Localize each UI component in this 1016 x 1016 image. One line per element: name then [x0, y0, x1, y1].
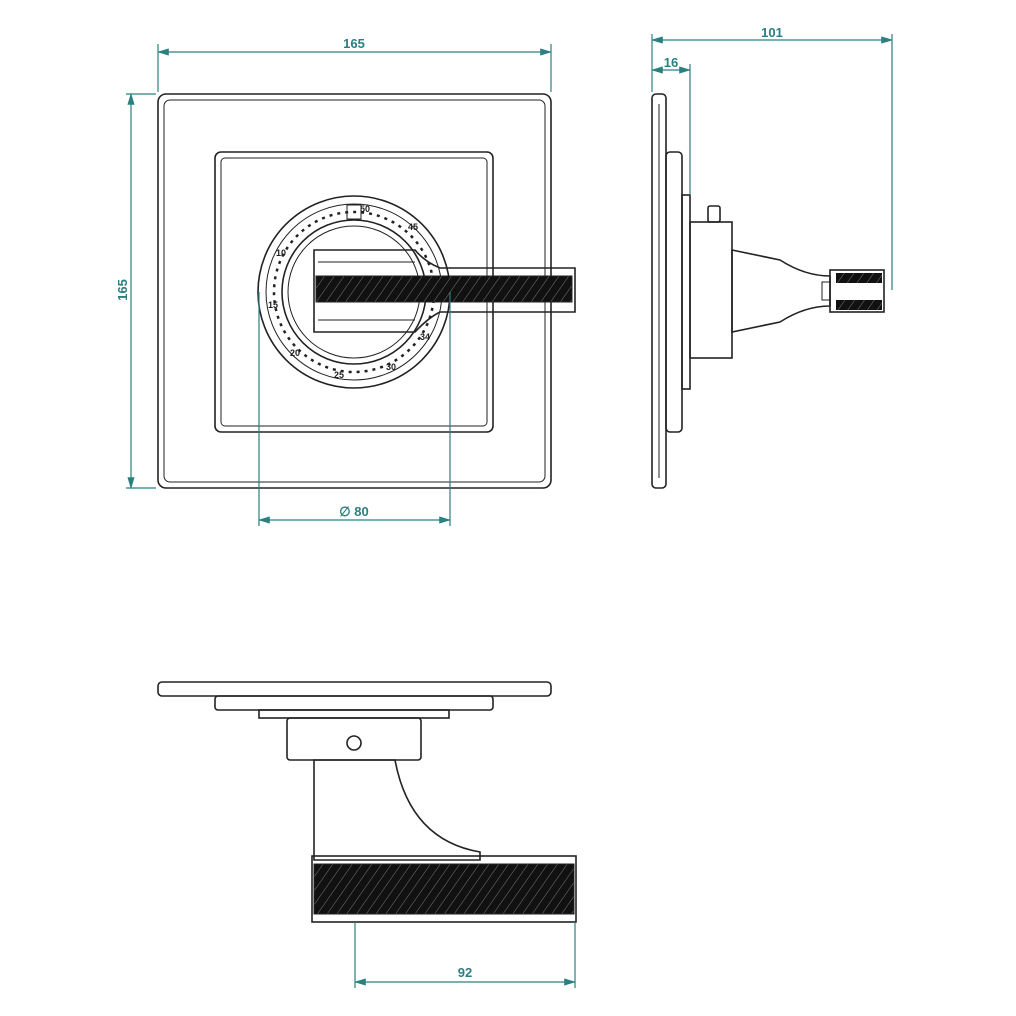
dimension-dial-diameter: ∅ 80 — [257, 292, 452, 526]
dimension-label: 92 — [458, 965, 472, 980]
dial-label: 45 — [408, 222, 418, 232]
dimension-width: 165 — [156, 36, 553, 92]
front-view: 50 45 10 15 20 25 30 34 — [157, 93, 576, 489]
dial-label: 25 — [334, 370, 344, 380]
dial-label: 50 — [360, 204, 370, 214]
dimension-depth: 101 16 — [650, 25, 894, 290]
lever-handle — [313, 249, 576, 333]
dial-label: 30 — [386, 362, 396, 372]
top-view — [157, 681, 577, 923]
dimension-label: 165 — [343, 36, 365, 51]
dial-label: 15 — [268, 300, 278, 310]
dimension-height: 165 — [115, 92, 156, 490]
dimension-handle-length: 92 — [353, 922, 577, 988]
dimension-label: 101 — [761, 25, 783, 40]
side-view — [651, 93, 885, 489]
dimension-label: 165 — [115, 279, 130, 301]
dimension-label: ∅ 80 — [339, 504, 368, 519]
dial-label: 34 — [420, 332, 430, 342]
dial-label: 10 — [276, 248, 286, 258]
dial-label: 20 — [290, 348, 300, 358]
dimension-label: 16 — [664, 55, 678, 70]
